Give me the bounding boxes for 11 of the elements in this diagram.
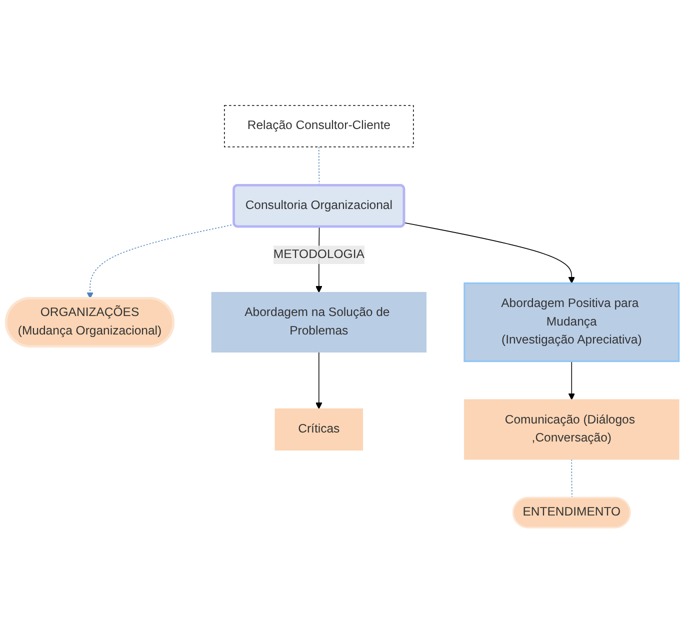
connector	[318, 146, 320, 186]
arrow	[316, 352, 322, 410]
node-box: Relação Consultor-Cliente	[224, 105, 414, 148]
edge-label: METODOLOGIA	[273, 248, 364, 261]
node-box: Críticas	[274, 408, 364, 451]
arrow	[568, 360, 576, 400]
connector	[571, 458, 572, 498]
arrow	[404, 222, 576, 284]
node-box: Abordagem na Solução de Problemas	[211, 292, 426, 352]
node-box: Abordagem Positiva para Mudança (Investigação Apreciativa)	[464, 282, 680, 362]
node-box: Comunicação (Diálogos ,Conversação)	[464, 399, 680, 460]
